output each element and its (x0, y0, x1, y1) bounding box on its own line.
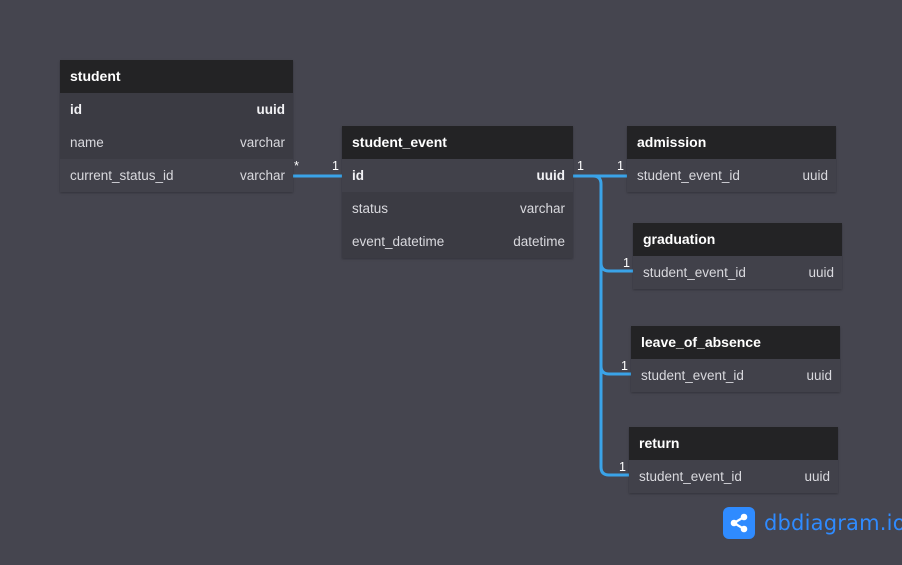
field-name: student_event_id (643, 265, 746, 280)
logo-text: dbdiagram.io (764, 511, 902, 535)
cardinality-one-label: 1 (621, 359, 628, 373)
table-admission[interactable]: admission student_event_id uuid (627, 126, 836, 192)
field-type: datetime (513, 234, 565, 249)
dbdiagram-logo[interactable]: dbdiagram.io (723, 507, 902, 539)
field-type: uuid (536, 168, 566, 183)
link-event-to-leave-of-absence (599, 260, 632, 376)
field-row-event-datetime[interactable]: event_datetime datetime (342, 225, 573, 258)
cardinality-one-label: 1 (619, 460, 626, 474)
field-row-student-event-id[interactable]: student_event_id uuid (633, 256, 842, 289)
table-header[interactable]: student (60, 60, 293, 93)
table-header[interactable]: graduation (633, 223, 842, 256)
field-name: event_datetime (352, 234, 445, 249)
field-name: id (352, 168, 364, 183)
field-row-student-event-id[interactable]: student_event_id uuid (631, 359, 840, 392)
table-student-event[interactable]: student_event id uuid status varchar eve… (342, 126, 573, 258)
table-header[interactable]: leave_of_absence (631, 326, 840, 359)
field-name: student_event_id (641, 368, 744, 383)
cardinality-one-label: 1 (617, 159, 624, 173)
cardinality-one-label: 1 (577, 159, 584, 173)
table-graduation[interactable]: graduation student_event_id uuid (633, 223, 842, 289)
field-type: varchar (519, 201, 565, 216)
cardinality-one-label: 1 (623, 256, 630, 270)
cardinality-one-label: 1 (332, 159, 339, 173)
field-name: current_status_id (70, 168, 174, 183)
field-type: varchar (239, 135, 285, 150)
table-header[interactable]: student_event (342, 126, 573, 159)
table-header[interactable]: admission (627, 126, 836, 159)
field-type: uuid (802, 168, 828, 183)
field-name: student_event_id (639, 469, 742, 484)
field-row-current-status-id[interactable]: current_status_id varchar (60, 159, 293, 192)
field-row-id[interactable]: id uuid (60, 93, 293, 126)
field-type: uuid (808, 265, 834, 280)
field-type: varchar (239, 168, 285, 183)
table-header[interactable]: return (629, 427, 838, 460)
field-row-id[interactable]: id uuid (342, 159, 573, 192)
table-student[interactable]: student id uuid name varchar current_sta… (60, 60, 293, 192)
field-name: status (352, 201, 389, 216)
field-row-student-event-id[interactable]: student_event_id uuid (629, 460, 838, 493)
share-icon (723, 507, 755, 539)
field-type: uuid (256, 102, 286, 117)
cardinality-many-label: * (294, 158, 300, 173)
field-row-name[interactable]: name varchar (60, 126, 293, 159)
field-row-status[interactable]: status varchar (342, 192, 573, 225)
field-type: uuid (806, 368, 832, 383)
field-name: id (70, 102, 82, 117)
table-return[interactable]: return student_event_id uuid (629, 427, 838, 493)
table-leave-of-absence[interactable]: leave_of_absence student_event_id uuid (631, 326, 840, 392)
field-row-student-event-id[interactable]: student_event_id uuid (627, 159, 836, 192)
field-name: name (70, 135, 104, 150)
field-type: uuid (804, 469, 830, 484)
link-event-to-return (599, 360, 630, 477)
field-name: student_event_id (637, 168, 740, 183)
